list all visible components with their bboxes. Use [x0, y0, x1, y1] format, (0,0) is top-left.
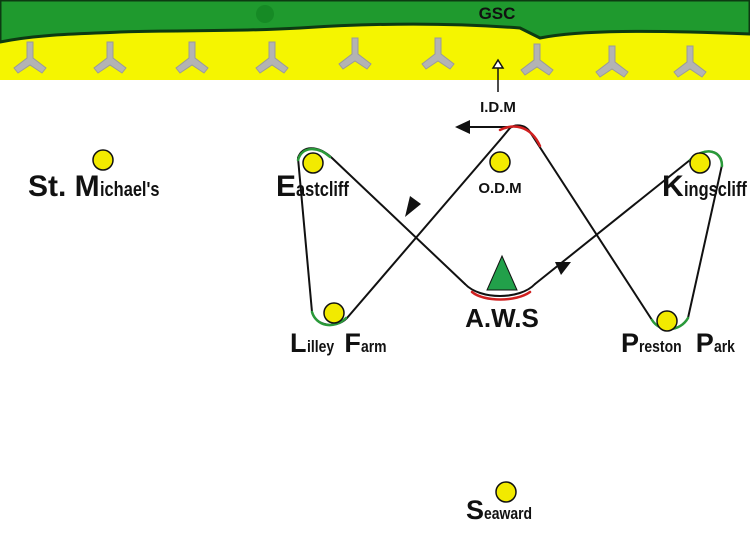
track-eastcliff-lilley [297, 157, 313, 313]
station-initial: P [621, 328, 640, 358]
highlight-idm-red [498, 125, 542, 148]
station-lilley-farm-label: Lilley Farm [290, 330, 392, 357]
station-rest: ark [713, 337, 735, 356]
station-initial: L [290, 328, 307, 358]
station-initial: K [662, 170, 684, 203]
station-rest: ichael's [99, 179, 160, 201]
windmill-icon [338, 37, 372, 70]
station-kingscliff-dot [689, 152, 711, 174]
station-stmichaels-label: St. Michael's [28, 172, 172, 202]
station-preston-park-label: Preston Park [621, 330, 739, 357]
track-kingscliff-preston [687, 164, 723, 319]
idm-label: I.D.M [480, 99, 516, 116]
windmill-row [13, 37, 707, 78]
station-initial: St. M [28, 170, 100, 203]
odm-label: O.D.M [478, 180, 521, 197]
aws-triangle-icon [486, 254, 518, 291]
windmill-icon [255, 41, 289, 74]
land-area [0, 0, 750, 44]
tree-dot-icon [256, 5, 274, 23]
station-dots [92, 149, 711, 503]
highlight-lilley-green [310, 310, 348, 327]
windmill-icon [175, 41, 209, 74]
windmill-icon [673, 45, 707, 78]
track-preston-idm [529, 131, 689, 331]
station-rest: ingscliff [683, 179, 747, 201]
station-initial: F [344, 328, 361, 358]
coastline [0, 0, 750, 80]
track-highlights [296, 125, 724, 331]
station-rest: astcliff [296, 179, 349, 201]
station-eastcliff-dot [302, 152, 324, 174]
station-seaward-label: Seaward [466, 497, 543, 524]
station-initial: E [276, 170, 297, 203]
station-preston-dot [656, 310, 678, 332]
aws-label: A.W.S [465, 303, 539, 333]
station-lilley-dot [323, 302, 345, 324]
station-rest: eaward [484, 504, 533, 523]
station-odm-dot [489, 151, 511, 173]
station-stmichaels-dot [92, 149, 114, 171]
windmill-icon [520, 43, 554, 76]
station-initial: P [695, 328, 714, 358]
track-lilley-idm [311, 139, 501, 326]
windmill-icon [421, 37, 455, 70]
arrow-up-right-icon [555, 262, 571, 275]
arrow-down-left-icon [405, 196, 421, 217]
direction-arrows [405, 120, 571, 275]
station-seaward-dot [495, 481, 517, 503]
windmill-icon [595, 45, 629, 78]
arrow-left-icon [455, 120, 470, 134]
highlight-eastcliff-green [296, 147, 332, 162]
station-eastcliff-label: Eastcliff [276, 172, 360, 202]
windmill-icon [93, 41, 127, 74]
highlight-aws-red [470, 290, 532, 301]
coast-label: GSC [479, 4, 516, 23]
station-initial: S [466, 495, 485, 525]
station-kingscliff-label: Kingscliff [662, 172, 750, 202]
track-aws-bend [464, 283, 536, 297]
station-rest: reston [639, 337, 686, 356]
idm-up-arrow [491, 58, 505, 92]
station-rest: arm [360, 337, 387, 356]
track-eastcliff-aws [297, 147, 466, 285]
station-rest: illey [306, 337, 338, 356]
windmill-icon [13, 41, 47, 74]
